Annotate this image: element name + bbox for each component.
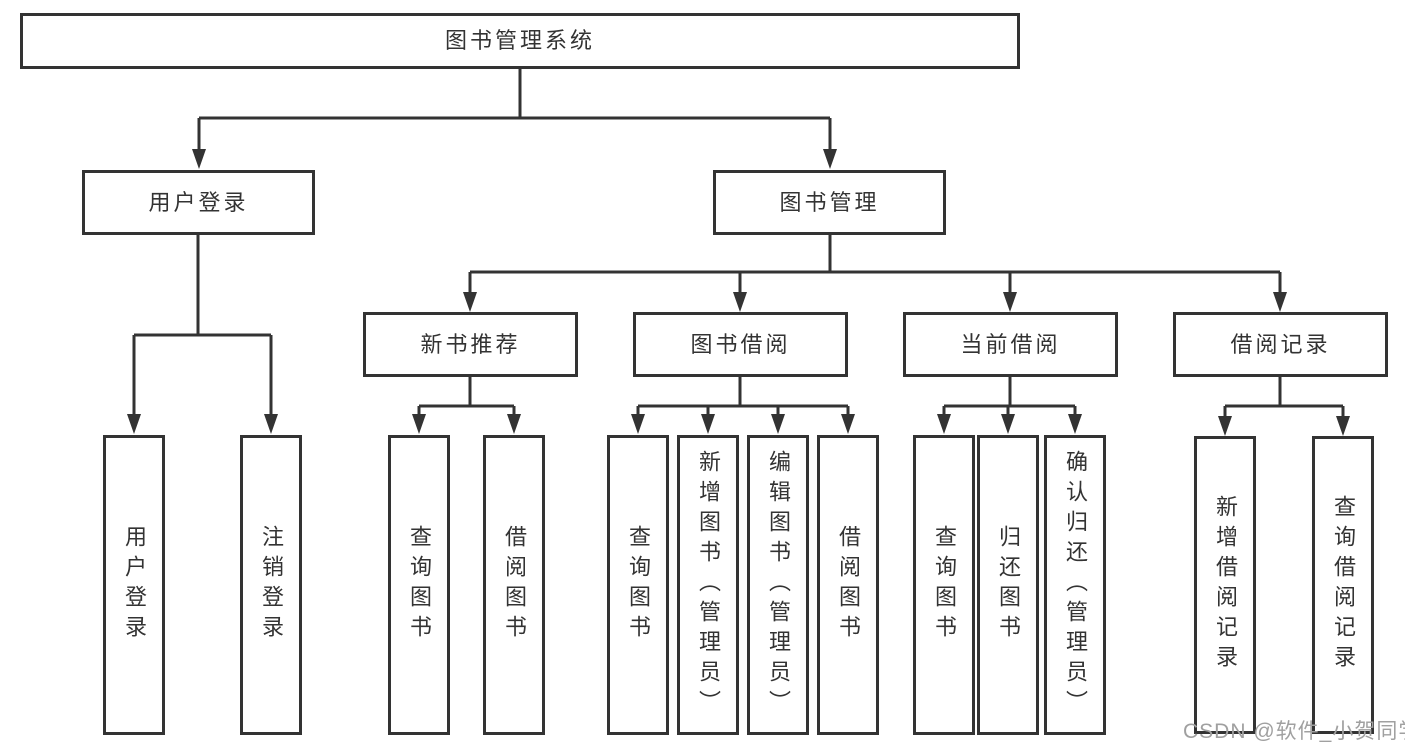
leaf-records-add-record: 新增借阅记录 [1194, 436, 1256, 734]
leaf-current-confirm-return-admin: 确认归还（管理员） [1044, 435, 1106, 735]
node-user-login: 用户登录 [82, 170, 315, 235]
leaf-user-login: 用户登录 [103, 435, 165, 735]
node-current-borrowing: 当前借阅 [903, 312, 1118, 377]
node-book-management: 图书管理 [713, 170, 946, 235]
arrowhead-icons [127, 149, 1350, 436]
leaf-borrowing-add-books-admin: 新增图书（管理员） [677, 435, 739, 735]
leaf-borrowing-borrow-books: 借阅图书 [817, 435, 879, 735]
leaf-borrowing-query-books: 查询图书 [607, 435, 669, 735]
leaf-current-return-books: 归还图书 [977, 435, 1039, 735]
node-borrowing-records: 借阅记录 [1173, 312, 1388, 377]
node-library-management-system: 图书管理系统 [20, 13, 1020, 69]
node-book-borrowing: 图书借阅 [633, 312, 848, 377]
node-new-book-recommend: 新书推荐 [363, 312, 578, 377]
leaf-logout-login: 注销登录 [240, 435, 302, 735]
leaf-borrowing-edit-books-admin: 编辑图书（管理员） [747, 435, 809, 735]
leaf-recommend-query-books: 查询图书 [388, 435, 450, 735]
leaf-records-query-record: 查询借阅记录 [1312, 436, 1374, 734]
csdn-watermark: CSDN @软件_小贺同学 [1183, 720, 1405, 743]
leaf-recommend-borrow-books: 借阅图书 [483, 435, 545, 735]
leaf-current-query-books: 查询图书 [913, 435, 975, 735]
